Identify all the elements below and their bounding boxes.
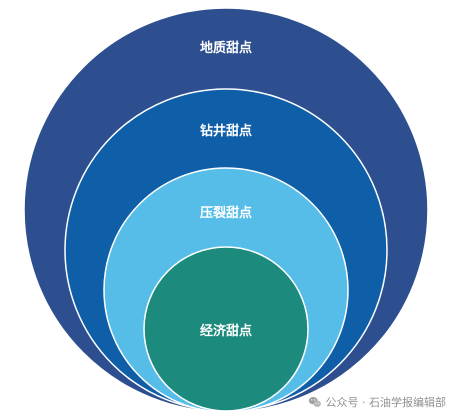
watermark: 公众号 · 石油学报编辑部	[308, 394, 447, 410]
wechat-icon	[308, 397, 321, 407]
label-geological-sweet-spot: 地质甜点	[200, 40, 252, 56]
label-drilling-sweet-spot: 钻井甜点	[200, 123, 252, 139]
label-economic-sweet-spot: 经济甜点	[200, 323, 252, 339]
label-fracturing-sweet-spot: 压裂甜点	[200, 205, 252, 221]
watermark-text: 公众号 · 石油学报编辑部	[325, 396, 447, 409]
ring-economic-sweet-spot	[143, 246, 309, 412]
